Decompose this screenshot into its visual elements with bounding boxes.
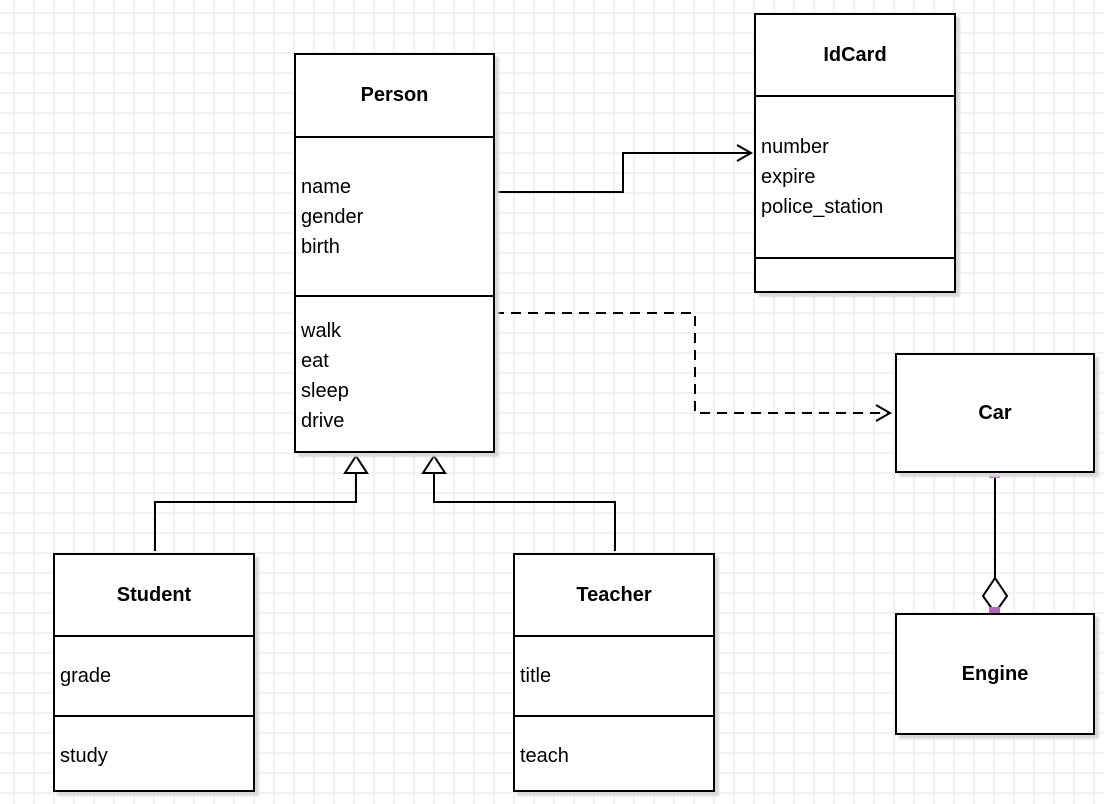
generalization-student-person[interactable] <box>154 454 369 551</box>
class-student[interactable]: Student grade study <box>53 553 255 792</box>
attribute: name <box>301 175 352 198</box>
class-title: Teacher <box>576 583 652 606</box>
class-engine[interactable]: Engine <box>895 613 1095 735</box>
open-arrowhead-icon <box>875 404 893 422</box>
attribute: police_station <box>761 196 884 218</box>
method: walk <box>301 320 342 342</box>
attribute: expire <box>761 166 816 188</box>
attribute: title <box>520 665 552 687</box>
method: study <box>60 744 108 767</box>
hollow-triangle-icon <box>343 454 369 474</box>
attribute: number <box>761 136 829 158</box>
attribute: birth <box>301 235 340 258</box>
class-title: Car <box>978 401 1012 424</box>
class-title: Student <box>116 583 192 606</box>
class-person[interactable]: Person name gender birth walk eat sleep … <box>294 53 495 453</box>
generalization-teacher-person[interactable] <box>421 454 616 551</box>
class-teacher[interactable]: Teacher title teach <box>513 553 715 792</box>
class-methods-section: teach <box>515 715 713 794</box>
method: teach <box>520 744 569 767</box>
class-attributes-section: number expire police_station <box>756 95 954 257</box>
class-attributes-section: grade <box>55 635 253 715</box>
aggregation-car-engine[interactable] <box>981 467 1009 618</box>
method: drive <box>301 410 345 432</box>
class-attributes-section: title <box>515 635 713 715</box>
method: eat <box>301 350 329 372</box>
generalization-line[interactable] <box>154 474 357 551</box>
dependency-line[interactable] <box>494 312 888 414</box>
class-title: IdCard <box>823 43 887 66</box>
hollow-triangle-icon <box>421 454 447 474</box>
class-car[interactable]: Car <box>895 353 1095 473</box>
class-methods-section: study <box>55 715 253 794</box>
dependency-person-car[interactable] <box>494 312 893 422</box>
method: sleep <box>301 380 349 402</box>
association-person-idcard[interactable] <box>494 144 754 193</box>
class-attributes-section: name gender birth <box>296 136 493 295</box>
class-title: Person <box>360 84 429 106</box>
association-line[interactable] <box>494 152 749 193</box>
attribute: gender <box>301 205 364 228</box>
class-idcard[interactable]: IdCard number expire police_station <box>754 13 956 293</box>
class-title: Engine <box>961 662 1029 685</box>
class-methods-section <box>756 257 954 295</box>
generalization-line[interactable] <box>433 474 616 551</box>
open-arrowhead-icon <box>736 144 754 162</box>
class-methods-section: walk eat sleep drive <box>296 295 493 455</box>
attribute: grade <box>60 665 112 687</box>
